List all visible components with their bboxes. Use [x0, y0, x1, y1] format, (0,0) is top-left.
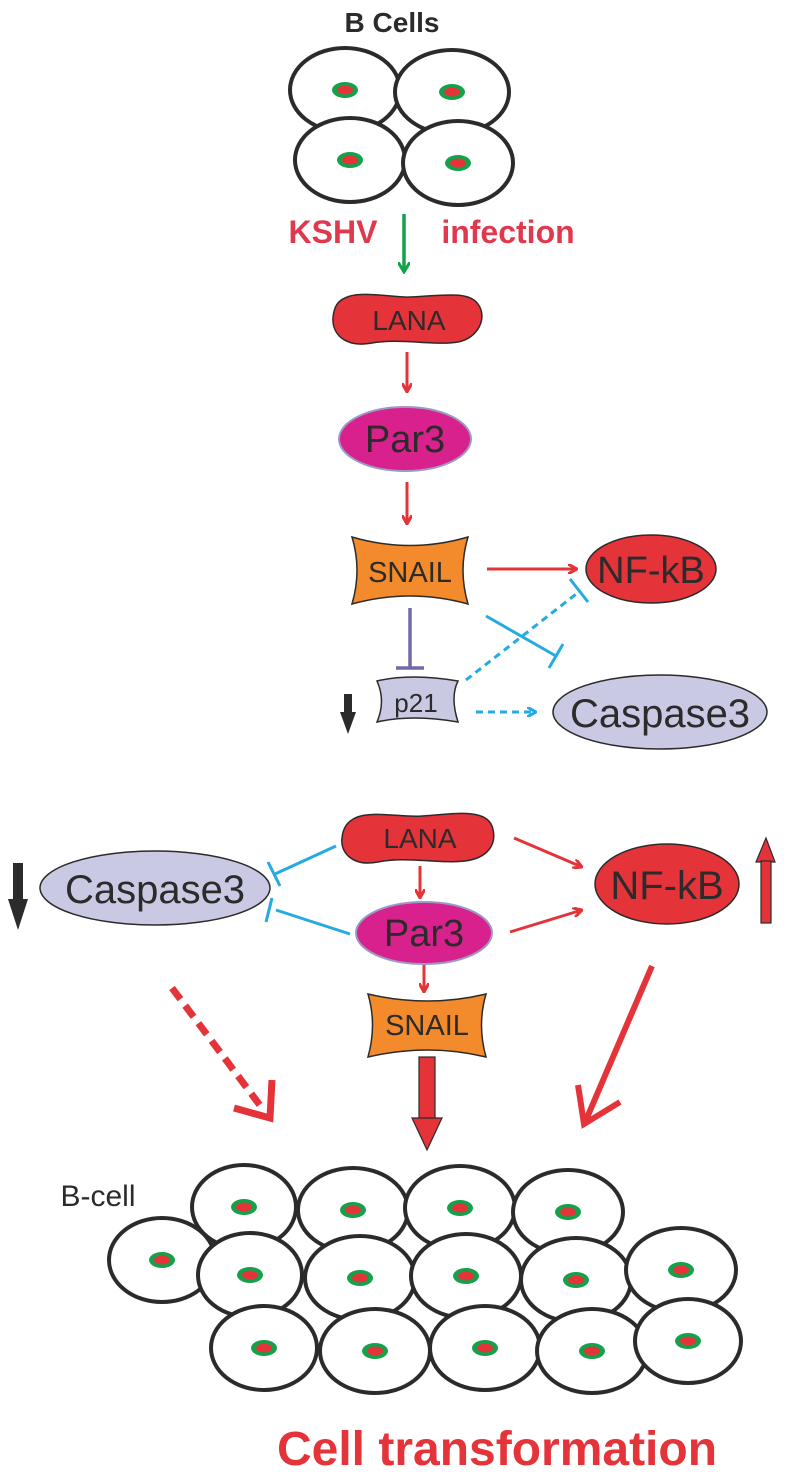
b-cell-cluster-top [288, 46, 515, 207]
caspase3-label-mid: Caspase3 [65, 868, 245, 912]
decrease-arrow-p21 [340, 694, 356, 734]
b-cell [624, 1226, 738, 1314]
p21-label: p21 [394, 688, 437, 718]
lana-label-top: LANA [372, 305, 445, 336]
b-cell [303, 1234, 417, 1322]
b-cell [393, 48, 511, 136]
dashed-arrow-caspase3-to-cells [169, 985, 276, 1123]
b-cell [209, 1304, 319, 1392]
transformed-cell-cluster [107, 1163, 743, 1395]
caspase3-label-top: Caspase3 [570, 692, 750, 736]
inhibit-lana-to-caspase3 [266, 844, 337, 887]
title-cell-transformation: Cell transformation [277, 1423, 717, 1476]
snail-node-mid: SNAIL [366, 992, 488, 1059]
snail-node-top: SNAIL [350, 535, 470, 606]
snail-label-mid: SNAIL [385, 1010, 469, 1042]
increase-arrow-nfkb [755, 836, 776, 924]
title-b-cells: B Cells [345, 7, 440, 38]
arrow-par3-to-nfkb-mid [509, 910, 582, 934]
b-cell [633, 1297, 743, 1385]
arrow-nfkb-to-cells [575, 964, 655, 1129]
caspase3-node-top: Caspase3 [552, 674, 768, 750]
par3-label-mid: Par3 [384, 913, 464, 955]
decrease-arrow-caspase3 [8, 863, 28, 930]
lana-node-mid: LANA [341, 812, 495, 864]
b-cell [428, 1304, 542, 1392]
nfkb-label-top: NF-kB [597, 550, 705, 592]
b-cell [196, 1231, 304, 1319]
inhibit-snail-to-p21 [396, 608, 424, 670]
inhibit-snail-to-caspase3-top [485, 614, 565, 669]
b-cell [409, 1232, 523, 1320]
p21-node: p21 [375, 676, 460, 724]
thick-arrow-snail-to-cells [411, 1056, 443, 1152]
nfkb-node-top: NF-kB [585, 534, 717, 604]
par3-label-top: Par3 [365, 419, 445, 461]
b-cell [293, 116, 407, 204]
caspase3-node-mid: Caspase3 [39, 850, 271, 926]
inhibit-par3-to-caspase3 [264, 897, 351, 936]
nfkb-node-mid: NF-kB [594, 843, 740, 925]
arrow-lana-to-nfkb-mid [513, 836, 582, 867]
lana-node-top: LANA [332, 293, 483, 345]
lana-label-mid: LANA [383, 823, 456, 854]
b-cell [535, 1307, 649, 1395]
inhibit-p21-to-nfkb-dashed [465, 578, 590, 682]
label-kshv: KSHV [289, 214, 379, 250]
label-infection: infection [441, 214, 574, 250]
snail-label-top: SNAIL [368, 557, 452, 589]
par3-node-top: Par3 [338, 406, 472, 472]
b-cell [401, 119, 515, 207]
par3-node-mid: Par3 [355, 901, 493, 965]
label-b-cell: B-cell [60, 1180, 135, 1213]
nfkb-label-mid: NF-kB [610, 864, 723, 908]
b-cell [318, 1307, 432, 1395]
